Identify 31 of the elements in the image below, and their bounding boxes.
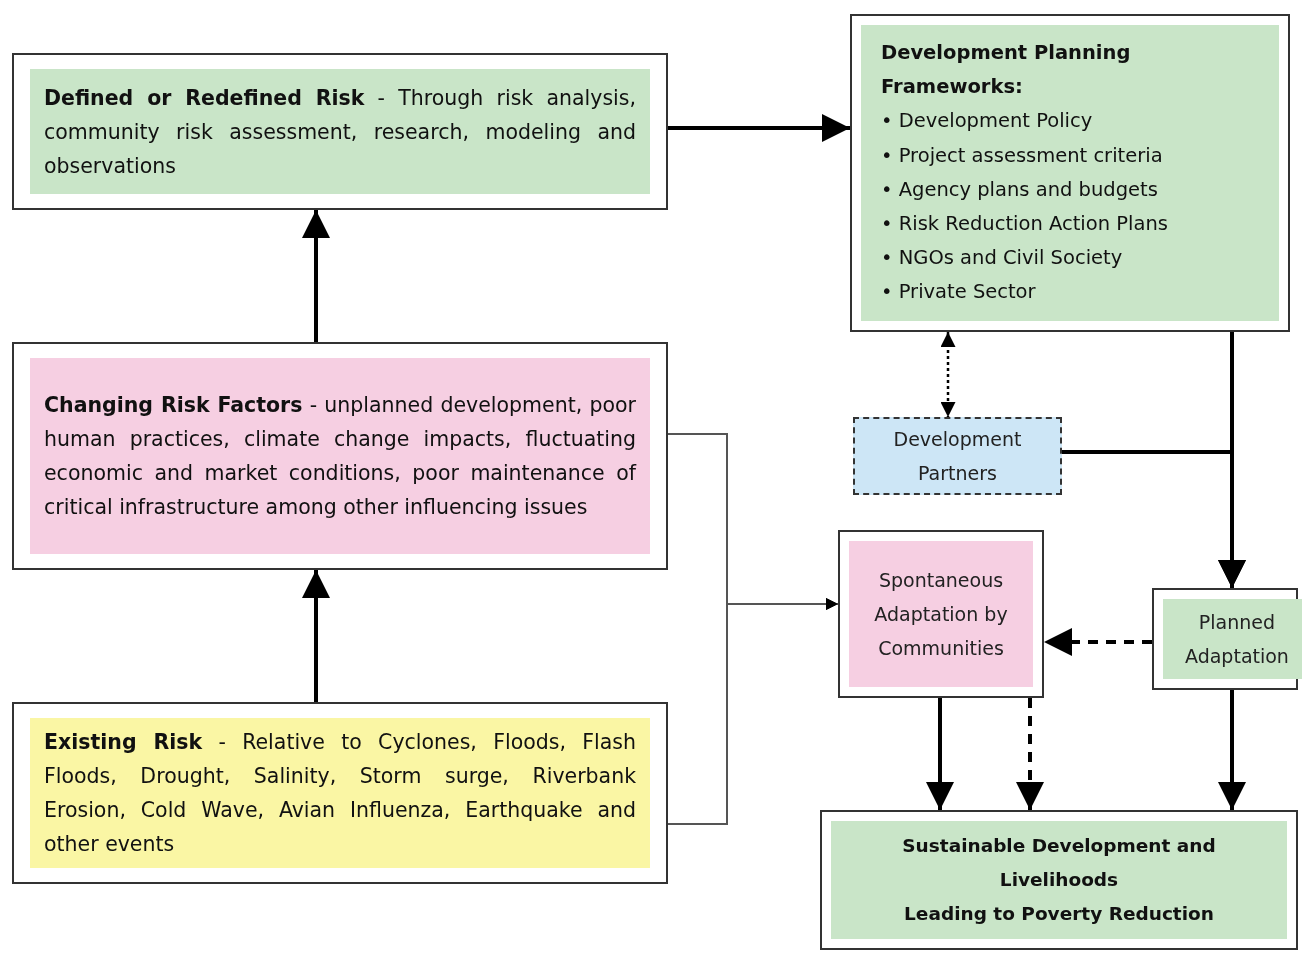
- arrow: [940, 332, 956, 417]
- dashed-box: [853, 417, 1062, 495]
- arrow: [1218, 690, 1246, 810]
- process-box: [850, 14, 1290, 332]
- bullet-item: • Project assessment criteria: [881, 142, 1164, 169]
- box-text: Changing Risk Factors - unplanned development, poor human practices, climate change impacts, fluctuating economic and market conditions, poor maintenance of critical infrastructure among other influencing issues: [44, 392, 636, 521]
- bullet-item: • Private Sector: [881, 279, 1037, 306]
- box-text: Sustainable Development and Livelihoods: [901, 834, 1217, 892]
- process-box: [12, 53, 668, 210]
- arrow: [667, 598, 839, 825]
- process-box: [12, 702, 668, 884]
- process-box: [820, 810, 1298, 950]
- process-box: [838, 530, 1044, 698]
- arrow: [302, 210, 330, 342]
- box-text: Defined or Redefined Risk - Through risk analysis, community risk assessment, research, modeling and observations: [44, 84, 636, 180]
- bullet-item: • Development Policy: [881, 108, 1094, 135]
- box-text: Leading to Poverty Reduction: [903, 902, 1215, 926]
- box-heading: Development Planning Frameworks:: [881, 40, 1132, 101]
- process-box: [12, 342, 668, 570]
- bullet-item: • NGOs and Civil Society: [881, 245, 1124, 272]
- box-text: Spontaneous Adaptation by Communities: [873, 568, 1009, 661]
- bullet-item: • Agency plans and budgets: [881, 176, 1159, 203]
- arrow: [302, 570, 330, 702]
- box-text: Planned Adaptation: [1185, 610, 1289, 669]
- bullet-item: • Risk Reduction Action Plans: [881, 211, 1169, 237]
- box-text: Existing Risk - Relative to Cyclones, Floods, Flash Floods, Drought, Salinity, Storm surge, Riverbank Erosion, Cold Wave, Avian Influenza, Earthquake and other events: [44, 729, 636, 858]
- arrow: [668, 114, 850, 142]
- arrow: [1016, 698, 1044, 810]
- arrow: [926, 698, 954, 810]
- arrow: [1044, 628, 1152, 656]
- box-text: Development Partners: [892, 427, 1023, 486]
